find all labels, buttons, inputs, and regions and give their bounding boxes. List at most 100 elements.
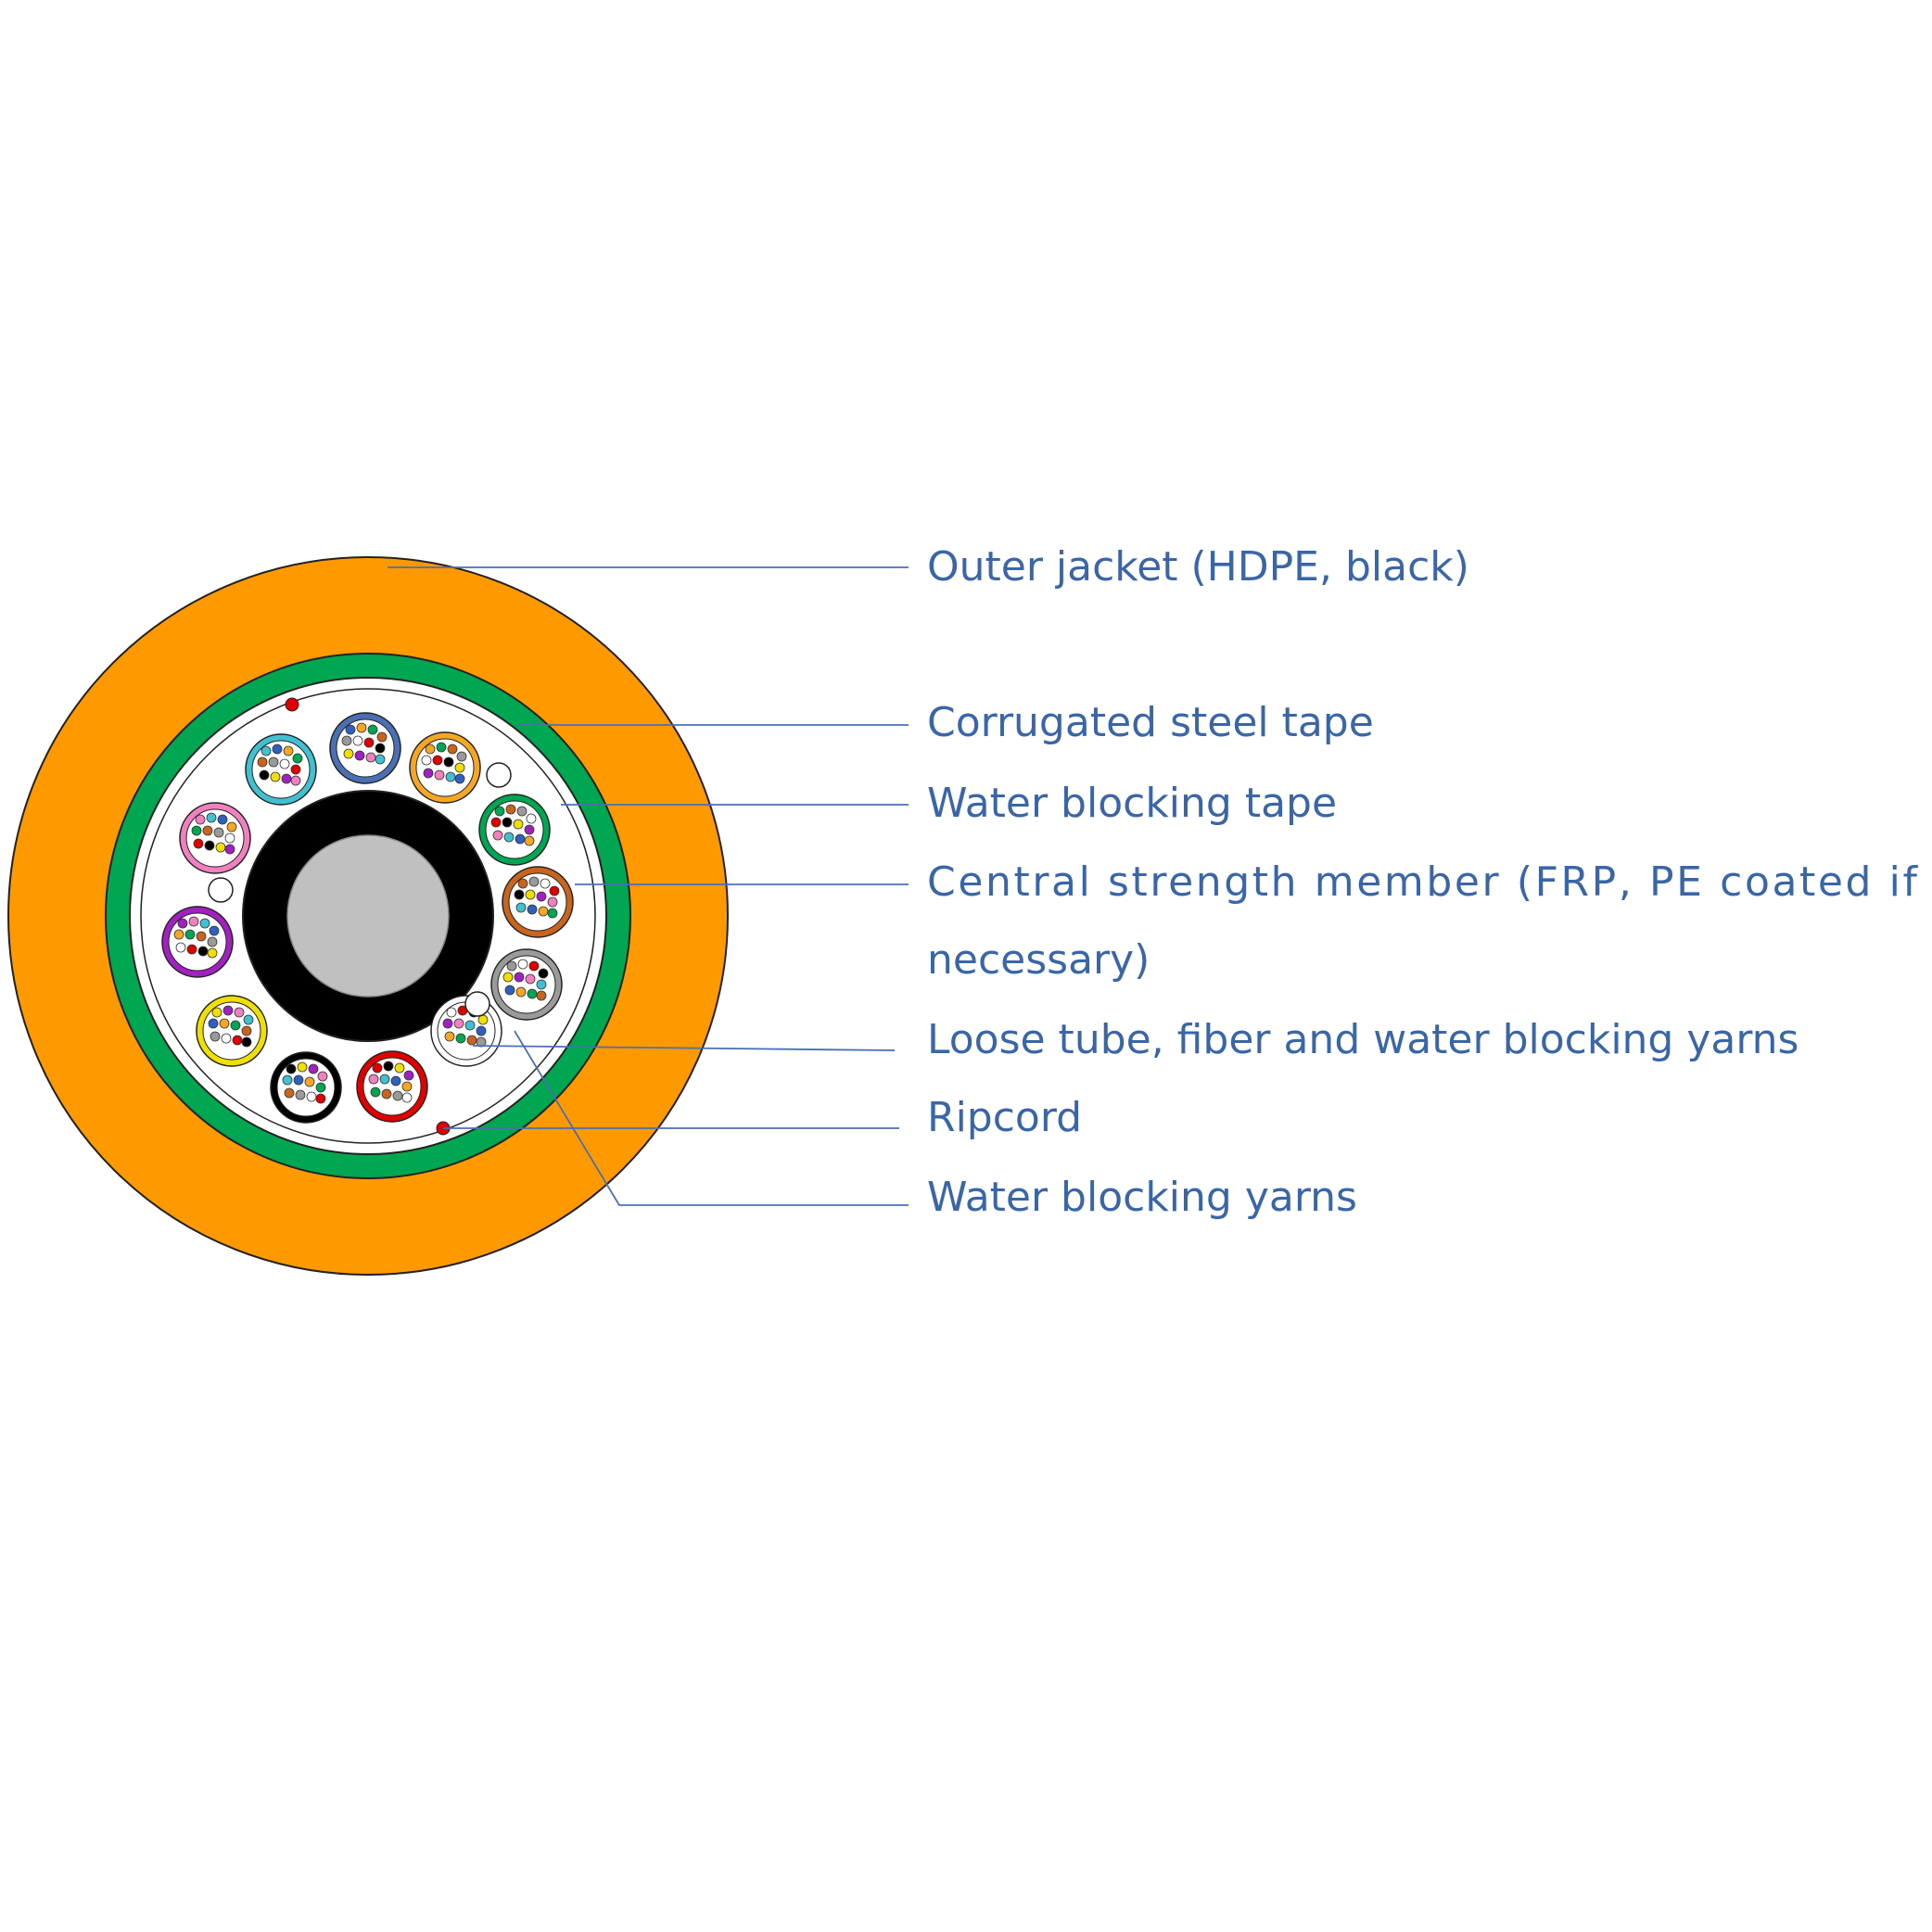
fiber <box>367 724 378 735</box>
label-corrugated-steel-tape: Corrugated steel tape <box>927 699 1374 746</box>
fiber <box>268 756 279 768</box>
fiber <box>188 916 199 927</box>
fiber <box>206 812 217 823</box>
fiber <box>379 1074 390 1085</box>
fiber <box>432 755 443 766</box>
fiber <box>317 1071 328 1082</box>
fiber <box>315 1082 326 1093</box>
label-water-blocking-tape: Water blocking tape <box>927 780 1337 827</box>
fiber <box>516 806 527 817</box>
fiber <box>204 840 215 851</box>
fiber <box>202 825 213 836</box>
fiber <box>425 744 436 755</box>
fiber <box>446 1007 457 1018</box>
fiber <box>230 1020 241 1031</box>
fiber <box>526 813 537 824</box>
loose-tube <box>409 731 481 804</box>
fiber <box>286 1063 297 1074</box>
fiber <box>173 929 184 940</box>
fiber <box>370 1087 381 1098</box>
label-outer-jacket: Outer jacket (HDPE, black) <box>927 543 1469 591</box>
fiber <box>502 817 513 828</box>
fiber <box>368 1074 379 1085</box>
label-ripcord: Ripcord <box>927 1094 1082 1141</box>
inner-sheath-line <box>140 688 596 1144</box>
fiber <box>445 771 456 782</box>
fiber <box>538 968 549 979</box>
fiber <box>527 904 538 915</box>
fiber <box>209 925 220 936</box>
fiber <box>193 838 204 849</box>
fiber <box>454 762 465 773</box>
fiber <box>375 754 386 765</box>
fiber <box>502 972 514 983</box>
fiber <box>308 1063 319 1074</box>
fiber <box>191 825 202 836</box>
fiber <box>175 942 186 953</box>
loose-tube <box>329 712 401 784</box>
fiber <box>514 889 525 900</box>
fiber <box>224 833 235 844</box>
fiber <box>394 1062 405 1074</box>
loose-tube <box>270 1051 342 1124</box>
fiber <box>232 1035 243 1046</box>
fiber <box>270 771 281 782</box>
fiber <box>492 830 503 841</box>
central-strength-member-core <box>286 834 450 998</box>
fiber <box>514 972 525 983</box>
fiber <box>363 737 375 748</box>
fiber <box>383 1061 394 1072</box>
fiber <box>455 1033 466 1044</box>
fiber <box>199 918 210 929</box>
fiber <box>292 753 303 764</box>
fiber <box>345 724 356 735</box>
leader-lines <box>388 566 909 1206</box>
fiber <box>536 979 547 990</box>
fiber <box>453 1018 464 1029</box>
fiber <box>421 755 432 766</box>
fiber <box>293 1074 304 1086</box>
fiber <box>215 842 226 853</box>
fiber <box>221 1033 232 1044</box>
fiber <box>525 973 536 985</box>
label-central-strength-member: Central strength member (FRP, PE coated … <box>927 858 1919 906</box>
fiber <box>540 878 551 889</box>
fiber <box>315 1093 326 1104</box>
loose-tube <box>490 948 563 1021</box>
fiber <box>356 722 367 733</box>
fiber <box>343 748 354 759</box>
fiber <box>211 1007 222 1018</box>
fiber <box>454 773 465 784</box>
fiber <box>304 1076 315 1087</box>
fiber <box>503 832 515 843</box>
fiber <box>282 1074 293 1086</box>
fiber <box>528 876 540 887</box>
loose-tube <box>179 802 251 874</box>
fiber <box>505 804 516 815</box>
fiber <box>207 947 218 959</box>
fiber <box>195 814 206 825</box>
fiber <box>234 1007 245 1018</box>
fiber <box>295 1089 306 1100</box>
fiber <box>436 742 447 753</box>
fiber <box>297 1061 308 1073</box>
fiber <box>517 959 528 970</box>
fiber <box>434 769 445 781</box>
fiber <box>186 944 197 955</box>
fiber <box>527 988 538 999</box>
fiber <box>401 1092 413 1103</box>
callout-labels: Outer jacket (HDPE, black) Corrugated ste… <box>927 543 1919 1221</box>
fiber <box>464 1020 476 1031</box>
fiber <box>513 819 524 830</box>
fiber <box>290 775 301 786</box>
water-blocking-yarn <box>464 991 490 1017</box>
water-blocking-yarn <box>208 877 234 903</box>
fiber <box>354 750 365 761</box>
fiber <box>456 751 467 762</box>
fiber <box>392 1090 403 1101</box>
fiber <box>494 806 505 817</box>
loose-tube <box>502 866 574 938</box>
fiber <box>423 768 434 779</box>
fiber <box>279 758 290 769</box>
